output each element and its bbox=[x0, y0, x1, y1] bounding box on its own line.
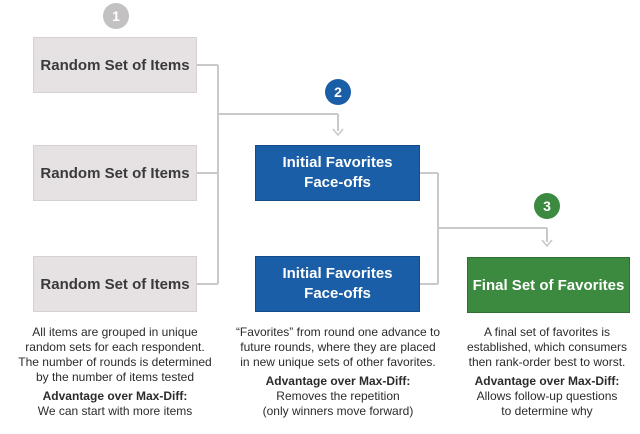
arrowhead bbox=[541, 239, 553, 248]
arrowhead bbox=[332, 128, 344, 137]
caption-line: “Favorites” from round one advance to bbox=[235, 325, 441, 339]
caption-line: All items are grouped in unique bbox=[32, 325, 198, 339]
step-2-badge: 2 bbox=[325, 79, 351, 105]
caption-line: random sets for each respondent. bbox=[25, 340, 205, 354]
initial-favorites-box-1: Initial Favorites Face-offs bbox=[255, 145, 420, 201]
advantage-line: (only winners move forward) bbox=[262, 404, 414, 418]
caption-line: The number of rounds is determined bbox=[18, 355, 212, 369]
advantage-line: We can start with more items bbox=[37, 404, 193, 418]
step-1-badge: 1 bbox=[103, 3, 129, 29]
box-line: Face-offs bbox=[304, 174, 371, 191]
caption-column-2: “Favorites” from round one advance to fu… bbox=[226, 325, 450, 419]
caption-column-1: All items are grouped in unique random s… bbox=[8, 325, 222, 419]
random-set-box-2: Random Set of Items bbox=[33, 145, 197, 201]
random-set-box-1: Random Set of Items bbox=[33, 37, 197, 93]
advantage-title: Advantage over Max-Diff: bbox=[42, 389, 188, 403]
step-3-badge: 3 bbox=[534, 193, 560, 219]
caption-line: established, which consumers bbox=[466, 340, 628, 354]
caption-line: future rounds, where they are placed bbox=[240, 340, 436, 354]
caption-line: then rank-order best to worst. bbox=[468, 355, 626, 369]
random-set-box-3: Random Set of Items bbox=[33, 256, 197, 312]
initial-favorites-box-2: Initial Favorites Face-offs bbox=[255, 256, 420, 312]
box-line: Initial Favorites bbox=[282, 154, 393, 171]
advantage-line: Removes the repetition bbox=[276, 389, 400, 403]
advantage-title: Advantage over Max-Diff: bbox=[474, 374, 620, 388]
caption-line: A final set of favorites is bbox=[483, 325, 611, 339]
caption-column-3: A final set of favorites is established,… bbox=[456, 325, 638, 419]
advantage-line: Allows follow-up questions bbox=[476, 389, 618, 403]
box-line: Initial Favorites bbox=[282, 265, 393, 282]
caption-line: by the number of items tested bbox=[35, 370, 195, 384]
advantage-title: Advantage over Max-Diff: bbox=[265, 374, 411, 388]
final-set-box: Final Set of Favorites bbox=[467, 257, 630, 313]
box-line: Face-offs bbox=[304, 285, 371, 302]
caption-line: in new unique sets of other favorites. bbox=[240, 355, 436, 369]
advantage-line: to determine why bbox=[501, 404, 593, 418]
